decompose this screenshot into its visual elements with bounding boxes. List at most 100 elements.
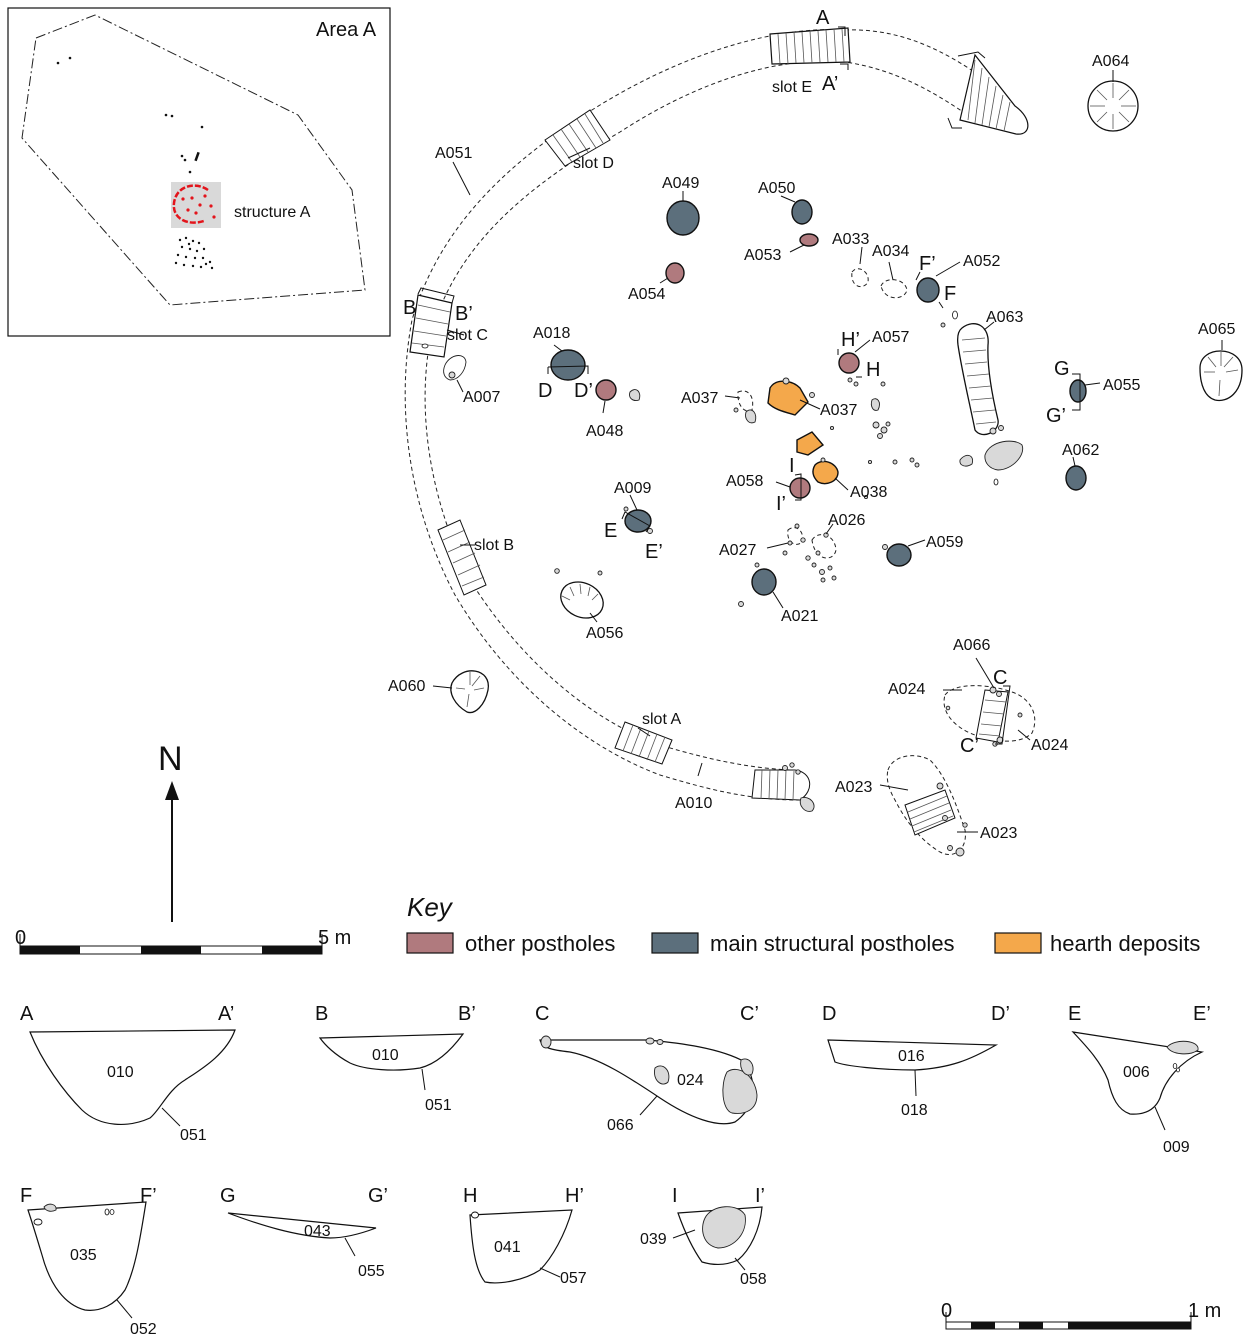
label-a055: A055 <box>1103 377 1140 394</box>
posthole-a021 <box>751 568 777 596</box>
label-a049: A049 <box>662 175 699 192</box>
mark-f: F <box>944 283 956 305</box>
label-a024-east: A024 <box>1031 737 1068 754</box>
label-a056: A056 <box>586 625 623 642</box>
ditch-se-terminal <box>751 762 815 812</box>
svg-text:A’: A’ <box>218 1003 234 1025</box>
section-b: B B’ 010 051 <box>315 1003 476 1114</box>
hearth-a037-south <box>796 431 825 456</box>
hearth-a038 <box>812 460 839 485</box>
slot-a066 <box>945 686 1023 747</box>
slot-c <box>409 294 453 358</box>
label-a054: A054 <box>628 286 665 303</box>
section-g: G G’ 043 055 <box>220 1185 388 1280</box>
slot-a <box>614 721 673 765</box>
other-postholes <box>595 233 860 499</box>
key-label-other: other postholes <box>465 931 615 956</box>
svg-text:055: 055 <box>358 1263 385 1280</box>
key-label-hearth: hearth deposits <box>1050 931 1200 956</box>
svg-text:D’: D’ <box>991 1003 1010 1025</box>
scale-main-start: 0 <box>15 927 26 949</box>
structure-a-posts <box>181 194 216 219</box>
label-a058: A058 <box>726 473 763 490</box>
label-slot-b: slot B <box>474 537 514 554</box>
key-swatch-other <box>406 932 454 954</box>
svg-text:I’: I’ <box>755 1185 765 1207</box>
mark-i: I <box>789 455 795 477</box>
section-markers <box>417 26 1081 745</box>
pit-a056 <box>554 568 604 619</box>
slot-e <box>769 27 851 65</box>
svg-text:057: 057 <box>560 1270 587 1287</box>
hearth-deposits <box>767 380 839 485</box>
key-swatch-hearth <box>994 932 1042 954</box>
svg-text:I: I <box>672 1185 678 1207</box>
label-a033: A033 <box>832 231 869 248</box>
svg-text:G: G <box>220 1185 236 1207</box>
svg-text:G’: G’ <box>368 1185 388 1207</box>
label-a024-west: A024 <box>888 681 925 698</box>
label-a010: A010 <box>675 795 712 812</box>
section-a: A A’ 010 051 <box>20 1003 236 1144</box>
label-a063: A063 <box>986 309 1023 326</box>
mark-i-prime: I’ <box>776 493 786 515</box>
svg-text:006: 006 <box>1123 1064 1150 1081</box>
svg-text:066: 066 <box>607 1117 634 1134</box>
mark-a: A <box>816 7 830 29</box>
posthole-a055 <box>1069 379 1087 403</box>
pit-a065 <box>1199 350 1243 402</box>
svg-text:H’: H’ <box>565 1185 584 1207</box>
svg-text:058: 058 <box>740 1271 767 1288</box>
svg-text:024: 024 <box>677 1072 704 1089</box>
svg-text:E: E <box>1068 1003 1081 1025</box>
posthole-a062 <box>1065 465 1087 491</box>
label-a034: A034 <box>872 243 909 260</box>
label-slot-e: slot E <box>772 79 812 96</box>
key: Key other postholes main structural post… <box>406 892 1200 956</box>
svg-text:H: H <box>463 1185 477 1207</box>
label-a064: A064 <box>1092 53 1129 70</box>
label-a062: A062 <box>1062 442 1099 459</box>
southern-cluster <box>174 236 214 270</box>
label-a060: A060 <box>388 678 425 695</box>
structure-a-highlight <box>171 182 221 228</box>
label-a023-east: A023 <box>980 825 1017 842</box>
key-title: Key <box>407 892 454 922</box>
inset-frame <box>7 7 391 337</box>
mark-a-prime: A’ <box>822 73 838 95</box>
posthole-a053 <box>799 233 819 247</box>
mark-d-prime: D’ <box>574 380 593 402</box>
posthole-a009 <box>624 509 652 533</box>
feature-labels: A051 A010 A007 A060 A056 A009 A018 A048 … <box>388 53 1235 842</box>
structure-a-label: structure A <box>234 204 311 221</box>
label-slot-c: slot C <box>447 327 488 344</box>
mark-h: H <box>866 359 880 381</box>
svg-text:051: 051 <box>425 1097 452 1114</box>
svg-text:039: 039 <box>640 1231 667 1248</box>
inset-title: Area A <box>316 19 377 41</box>
section-h: H H’ 041 057 <box>463 1185 587 1287</box>
ditch-ne-terminal <box>947 51 1029 135</box>
mark-b: B <box>403 297 416 319</box>
pit-a060 <box>450 670 489 714</box>
mark-g: G <box>1054 358 1070 380</box>
svg-text:041: 041 <box>494 1239 521 1256</box>
ditch-inner-edge <box>424 29 1026 771</box>
label-a048: A048 <box>586 423 623 440</box>
key-label-main: main structural postholes <box>710 931 955 956</box>
svg-text:010: 010 <box>107 1064 134 1081</box>
mark-h-prime: H’ <box>841 329 860 351</box>
section-d: D D’ 016 018 <box>822 1003 1010 1119</box>
mark-c-prime: C’ <box>960 735 979 757</box>
feature-a034 <box>880 279 908 299</box>
stones <box>623 377 920 607</box>
feature-a037-west <box>737 390 754 412</box>
label-a037-east: A037 <box>820 402 857 419</box>
svg-text:051: 051 <box>180 1127 207 1144</box>
label-a053: A053 <box>744 247 781 264</box>
svg-text:F’: F’ <box>140 1185 157 1207</box>
svg-text:010: 010 <box>372 1047 399 1064</box>
label-a051: A051 <box>435 145 472 162</box>
svg-text:E’: E’ <box>1193 1003 1211 1025</box>
